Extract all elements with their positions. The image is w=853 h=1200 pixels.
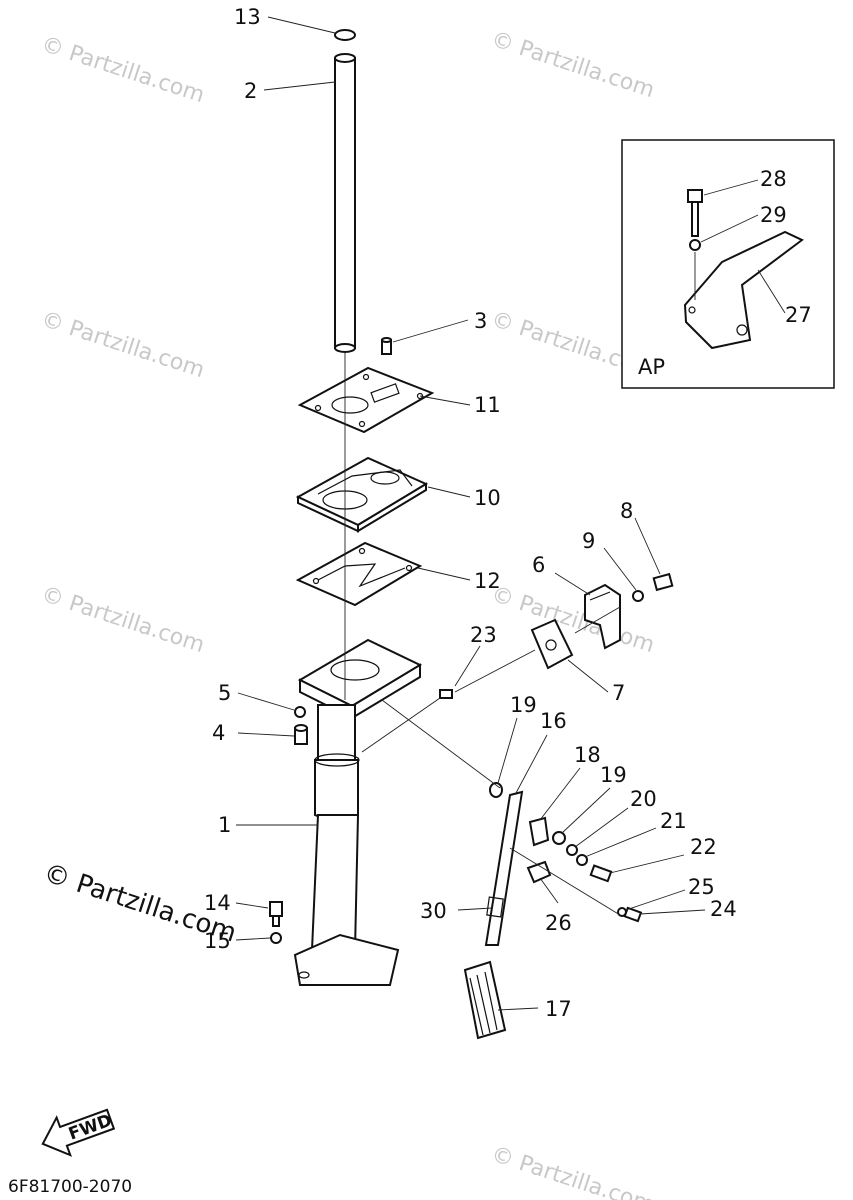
part-19a-clip [489, 782, 503, 798]
part-20-washer [566, 844, 578, 856]
part-7-plate [530, 618, 574, 670]
diagram-code: 6F81700-2070 [8, 1177, 132, 1197]
part-21-washer [576, 854, 588, 866]
callout-16: 16 [540, 709, 567, 733]
watermark: © Partzilla.com [38, 307, 207, 383]
part-24-bolt [623, 906, 643, 923]
callout-19b: 19 [600, 763, 627, 787]
callout-30: 30 [420, 899, 447, 923]
callout-13: 13 [234, 5, 261, 29]
part-5-washer [294, 706, 306, 718]
part-18-bracket [528, 816, 550, 847]
part-2-tube [334, 53, 356, 353]
callout-10: 10 [474, 486, 501, 510]
callout-14: 14 [204, 891, 231, 915]
callout-7: 7 [612, 681, 625, 705]
part-12-gasket [295, 541, 423, 607]
watermark: © Partzilla.com [38, 582, 207, 658]
part-19b-clip [552, 831, 566, 845]
part-14-bolt [269, 901, 283, 927]
callout-15: 15 [204, 929, 231, 953]
callout-22: 22 [690, 835, 717, 859]
inset-ap: AP [621, 139, 835, 389]
part-1-housing [293, 638, 423, 986]
callout-3: 3 [474, 309, 487, 333]
callout-4: 4 [212, 721, 225, 745]
callout-6: 6 [532, 553, 545, 577]
watermark: © Partzilla.com [488, 27, 657, 103]
callout-23: 23 [470, 623, 497, 647]
leader-lines [235, 16, 786, 1011]
callout-8: 8 [620, 499, 633, 523]
watermark: © Partzilla.com [38, 32, 207, 108]
callout-2: 2 [244, 79, 257, 103]
callout-24: 24 [710, 897, 737, 921]
part-17-grip [463, 960, 507, 1040]
callout-11: 11 [474, 393, 501, 417]
callout-21: 21 [660, 809, 687, 833]
part-10-plate [295, 456, 429, 533]
part-23-pin [439, 689, 453, 699]
part-9-washer [632, 590, 644, 602]
watermark: © Partzilla.com [488, 1142, 657, 1200]
part-11-gasket [297, 366, 435, 434]
part-7-hole [545, 639, 557, 651]
callout-27: 27 [785, 303, 812, 327]
callout-28: 28 [760, 167, 787, 191]
callout-12: 12 [474, 569, 501, 593]
part-8-bolt [652, 572, 674, 592]
part-29-washer [689, 239, 701, 251]
part-13-oring [334, 29, 356, 41]
part-15-washer [270, 932, 282, 944]
part-26-block [526, 860, 552, 884]
callout-5: 5 [218, 681, 231, 705]
callout-1: 1 [218, 813, 231, 837]
callout-29: 29 [760, 203, 787, 227]
part-28-bolt [687, 189, 703, 237]
callout-17: 17 [545, 997, 572, 1021]
inset-label: AP [638, 355, 665, 379]
part-16-lever [484, 790, 524, 946]
watermark: © Partzilla.com [488, 582, 657, 658]
part-27-arm [683, 230, 804, 350]
part-3-pin [381, 337, 392, 355]
callouts: 13 2 3 11 10 12 8 9 6 23 7 5 4 1 14 15 1… [204, 5, 812, 1021]
part-22-bolt [589, 864, 613, 883]
callout-9: 9 [582, 529, 595, 553]
callout-19a: 19 [510, 693, 537, 717]
part-4-bolt [294, 724, 308, 745]
callout-26: 26 [545, 911, 572, 935]
callout-20: 20 [630, 787, 657, 811]
callout-25: 25 [688, 875, 715, 899]
part-6-bracket [584, 583, 621, 650]
callout-18: 18 [574, 743, 601, 767]
fwd-arrow-icon: FWD [41, 1108, 116, 1157]
